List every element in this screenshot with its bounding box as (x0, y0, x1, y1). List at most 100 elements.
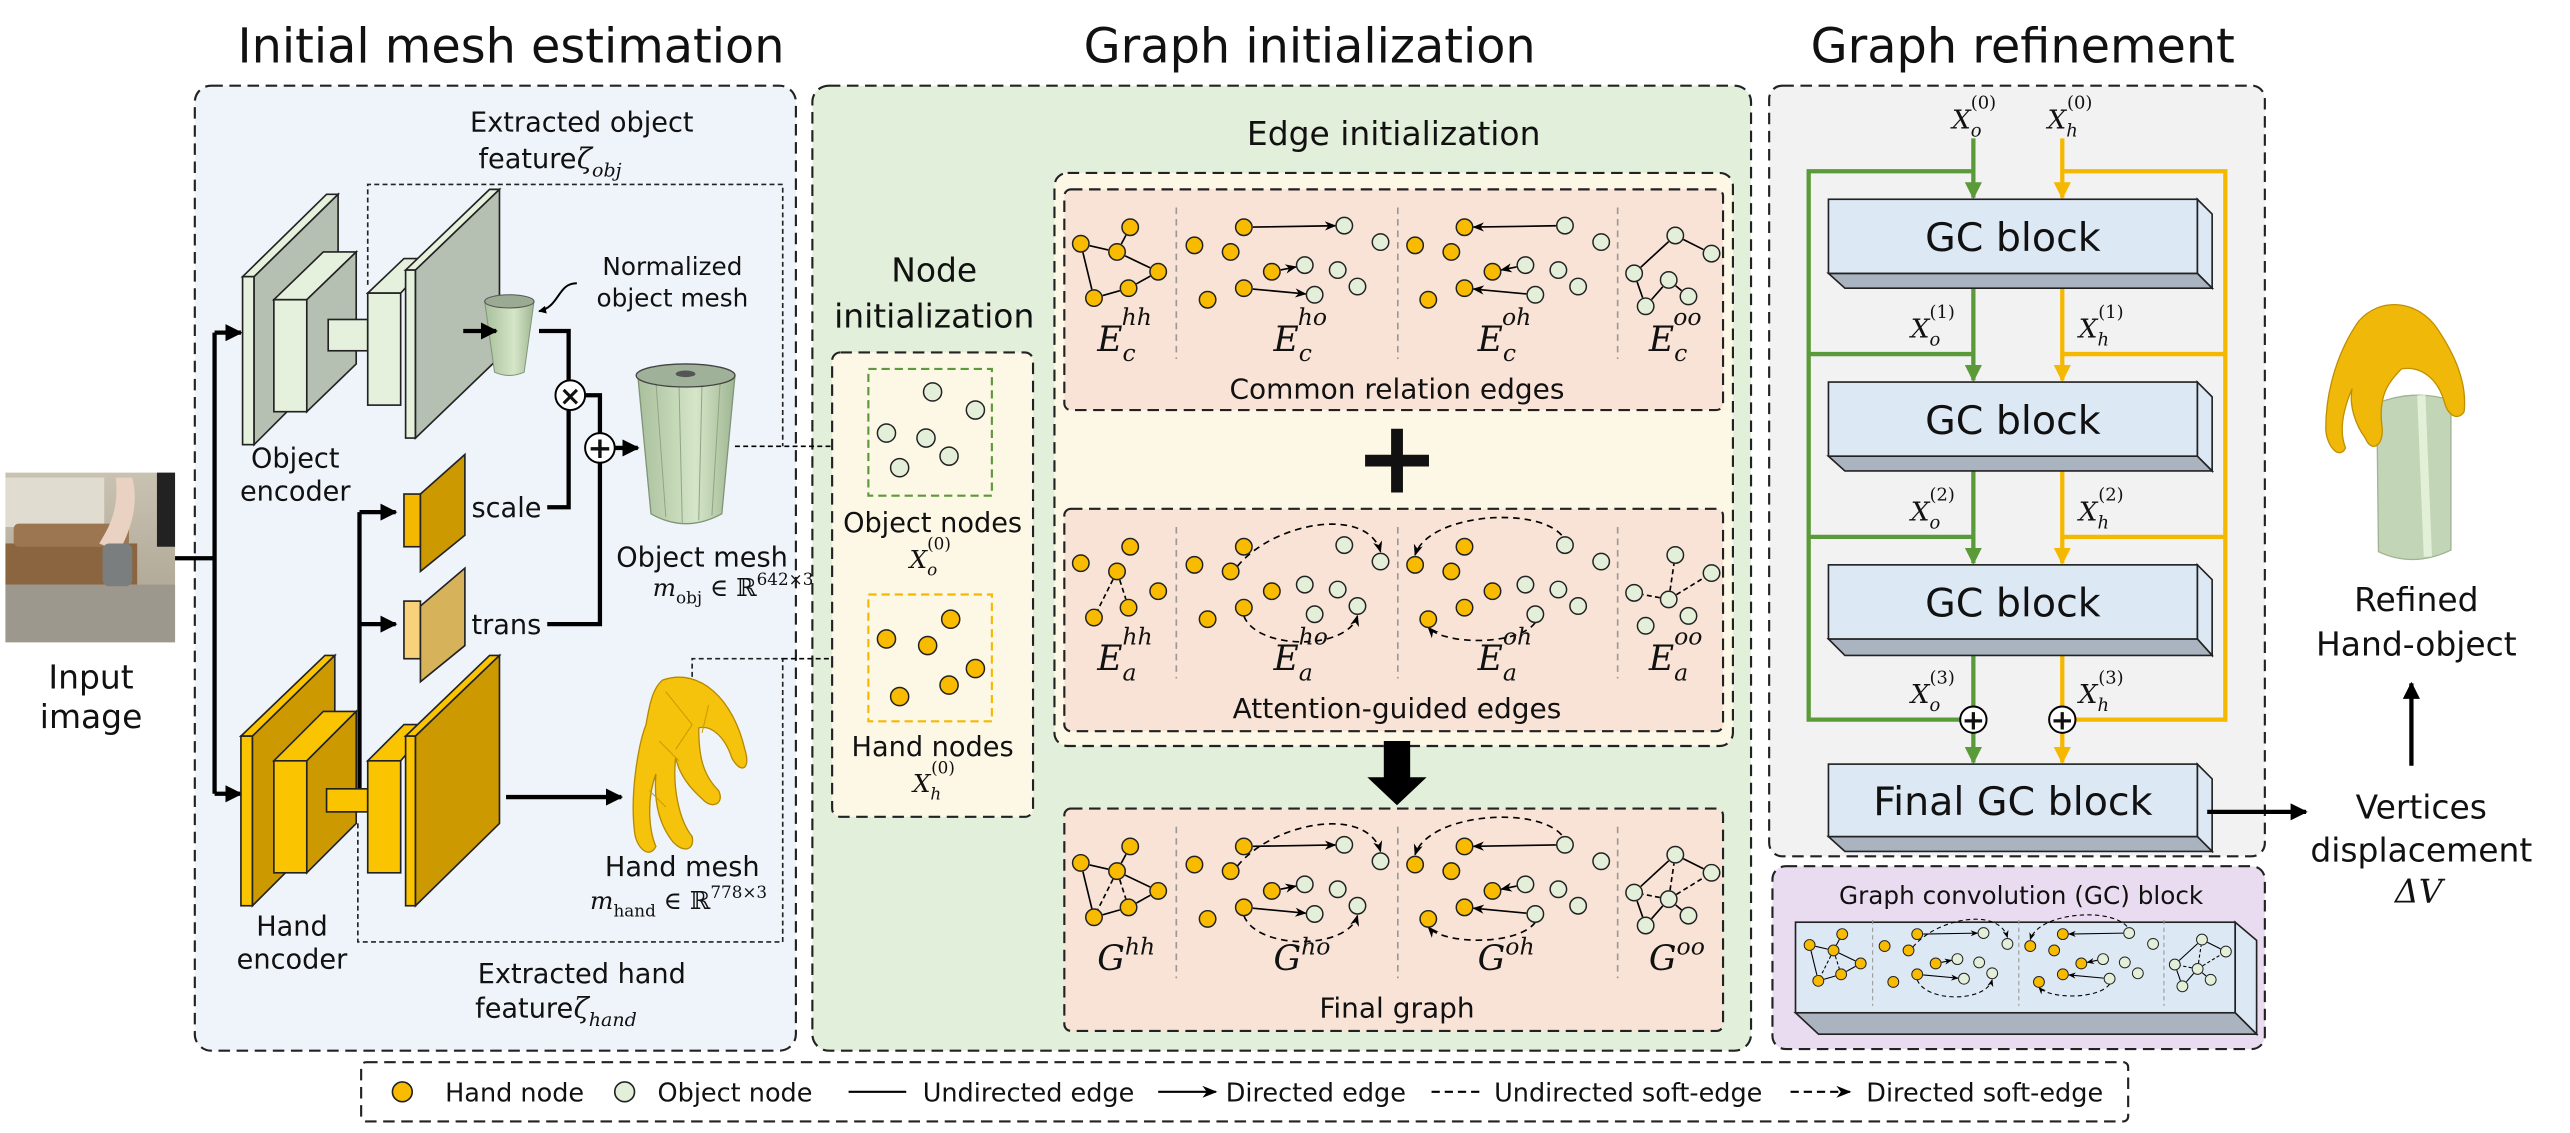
math-part: hh (1122, 622, 1152, 650)
math-part: ζ (577, 142, 594, 175)
edge-set-label: Echh (1096, 303, 1152, 367)
undirected-soft-edge (1118, 879, 1127, 900)
object-features-stage-3: Xo(3) (1909, 667, 1955, 716)
undirected-soft-edge (1669, 563, 1675, 591)
object-node (2097, 953, 2109, 966)
math-part: E (1648, 320, 1674, 360)
directed-soft-edge (1427, 921, 1536, 941)
hand-node (1262, 262, 1281, 281)
math-part: (3) (2098, 667, 2123, 688)
object-node (2168, 958, 2181, 971)
math-part: h (2098, 695, 2110, 716)
math-part: ΔV (2393, 871, 2446, 910)
edge-row-caption: Attention-guided edges (1233, 692, 1562, 725)
hand-node (1071, 554, 1090, 573)
math-part: G (1273, 939, 1301, 979)
object-node (1679, 287, 1698, 306)
undirected-edge (1675, 904, 1683, 911)
object-node (1666, 845, 1685, 864)
math-part: a (1123, 659, 1137, 687)
block-label: Final GC block (1873, 779, 2152, 825)
edge-set-label: Eaoh (1477, 622, 1532, 686)
normalized-object-mesh-label-line2: object mesh (597, 283, 749, 312)
add-symbol: + (1962, 704, 1985, 737)
math-part: X (1909, 680, 1931, 710)
object-node (1659, 590, 1678, 609)
directed-edge (1472, 841, 1556, 851)
mesh-composition-lines (463, 322, 640, 806)
scale-head-icon (403, 452, 466, 574)
zeta-hand-symbol: ζhand (574, 992, 637, 1031)
math-part: h (930, 784, 941, 804)
math-part: oo (1673, 303, 1701, 331)
hand-skip-path (2062, 169, 2228, 722)
undirected-edge (1089, 864, 1109, 870)
object-node (2204, 973, 2217, 986)
undirected-edge (1846, 965, 1856, 972)
undirected-edge (1675, 285, 1683, 292)
object-node (1973, 956, 1986, 969)
hand-node (1911, 928, 1924, 941)
block-label: GC block (1925, 215, 2101, 261)
hand-node (917, 635, 938, 656)
math-part: X (2045, 105, 2067, 135)
object-encoder-label-line1: Object (251, 444, 339, 475)
object-node (939, 446, 959, 466)
hand-encoder-label-line1: Hand (256, 911, 328, 942)
edge-set-label: Eaho (1272, 622, 1327, 686)
legend-label: Directed soft-edge (1866, 1079, 2103, 1109)
multiply-node (554, 379, 587, 412)
directed-soft-edge (1236, 523, 1383, 568)
hand-node (1419, 290, 1438, 309)
object-node (2103, 972, 2116, 985)
undirected-edge (1120, 234, 1127, 245)
object-node (2196, 933, 2208, 946)
undirected-soft-edge (1675, 577, 1705, 596)
hand-node (1121, 537, 1140, 556)
object-mesh-icon (635, 363, 736, 525)
legend-hand-node-icon (391, 1081, 414, 1103)
hand-node (2075, 957, 2088, 970)
math-part: o (1930, 512, 1941, 533)
block-label: GC block (1925, 581, 2101, 627)
gc-block-1: GC block (1826, 197, 2215, 291)
hand-features-stage-1: Xh(1) (2077, 302, 2124, 351)
math-part: oh (1505, 932, 1534, 960)
undirected-edge (1815, 945, 1828, 950)
hand-node (2056, 928, 2069, 941)
hand-node (1221, 862, 1240, 881)
math-part: hh (1125, 932, 1155, 960)
refined-hand-object-line1: Refined (2354, 580, 2478, 619)
hand-node (1234, 218, 1253, 237)
hand-node (940, 609, 961, 629)
hand-node (1071, 234, 1090, 253)
math-part: c (1123, 339, 1136, 367)
math-part: X (1909, 315, 1931, 345)
hand-node (1854, 957, 1867, 970)
math-part: a (1674, 659, 1688, 687)
object-nodes-symbol: Xo(0) (908, 534, 951, 580)
math-part: X (908, 545, 929, 574)
directed-soft-edge (1916, 979, 1994, 998)
object-node (1702, 244, 1721, 263)
object-node (1951, 953, 1964, 966)
hand-node (1185, 555, 1204, 574)
math-part: G (1097, 939, 1125, 979)
object-node (2131, 967, 2144, 980)
edge-row-caption: Common relation edges (1229, 373, 1564, 406)
math-part: a (1299, 659, 1313, 687)
undirected-edge (1082, 871, 1093, 909)
directed-soft-edge (2038, 983, 2111, 997)
object-node (2191, 962, 2204, 975)
hand-encoder-icon (238, 653, 502, 908)
hand-node (1483, 262, 1502, 281)
undirected-edge (1124, 255, 1151, 269)
extracted-hand-feature-line1: Extracted hand (478, 959, 686, 990)
object-node (1328, 261, 1347, 280)
undirected-soft-edge (1669, 863, 1675, 891)
object-node (1555, 536, 1574, 555)
math-part: E (1096, 639, 1122, 679)
